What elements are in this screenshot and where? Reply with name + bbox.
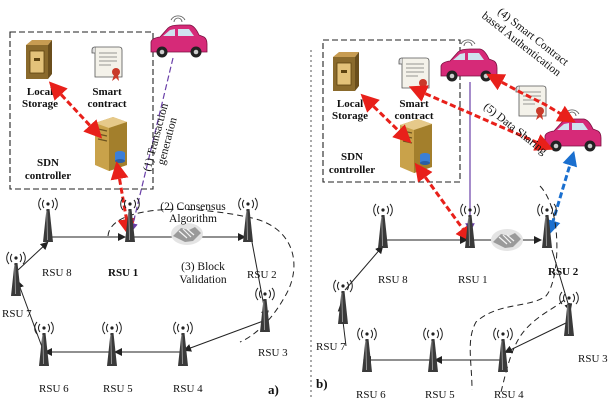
rsu7-label-b: RSU 7 bbox=[316, 341, 346, 353]
rsu8-label-b: RSU 8 bbox=[378, 274, 408, 286]
rsu2-label-b: RSU 2 bbox=[548, 266, 579, 278]
rsu-ring-links bbox=[16, 233, 269, 356]
controller-rsu-arrow bbox=[110, 161, 136, 237]
rsu6-tower-icon bbox=[34, 321, 54, 367]
rsu7-tower-icon bbox=[6, 251, 26, 297]
controller-box bbox=[9, 31, 154, 190]
smart-contract-icon-b bbox=[398, 57, 430, 93]
rsu5-tower-icon bbox=[102, 321, 122, 367]
rsu6-label-b: RSU 6 bbox=[356, 389, 386, 401]
rsu8-label: RSU 8 bbox=[42, 267, 72, 279]
rsu7-label: RSU 7 bbox=[2, 308, 32, 320]
local-storage-icon-b bbox=[332, 51, 360, 92]
rsu1-label: RSU 1 bbox=[108, 267, 138, 279]
handshake-icon-b bbox=[490, 228, 524, 252]
rsu5-label-b: RSU 5 bbox=[425, 389, 455, 401]
storage-link-arrow bbox=[48, 81, 103, 139]
handshake-icon bbox=[170, 222, 204, 246]
transaction-arrow bbox=[128, 57, 174, 233]
panel-a-letter: a) bbox=[268, 382, 279, 397]
region-boundary-2 bbox=[500, 299, 565, 393]
vehicle-icon-b bbox=[440, 39, 498, 82]
rsu4-tower-icon bbox=[173, 321, 193, 367]
rsu6-label: RSU 6 bbox=[39, 383, 69, 395]
rsu2-label: RSU 2 bbox=[247, 269, 277, 281]
rsu-ring-links-b bbox=[337, 236, 573, 364]
vehicle-rsu-arrow bbox=[545, 150, 578, 236]
vehicle-icon-b2 bbox=[544, 109, 602, 152]
rsu1-label-b: RSU 1 bbox=[458, 274, 488, 286]
rsu5-tower-icon-b bbox=[423, 327, 443, 373]
local-storage-icon bbox=[25, 39, 53, 80]
rsu3-tower-icon-b bbox=[559, 291, 579, 337]
rsu5-label: RSU 5 bbox=[103, 383, 133, 395]
smart-contract-icon bbox=[91, 46, 123, 82]
rsu6-tower-icon-b bbox=[357, 327, 377, 373]
auth-arrow bbox=[486, 73, 576, 123]
rsu4-label-b: RSU 4 bbox=[494, 389, 524, 401]
rsu2-tower-icon bbox=[238, 197, 258, 243]
sdn-controller-icon-b bbox=[399, 118, 433, 174]
rsu3-label: RSU 3 bbox=[258, 347, 288, 359]
data-sharing-arrow bbox=[408, 85, 554, 151]
rsu1-tower-icon bbox=[120, 197, 140, 243]
transaction-label: (1) Transactiongeneration bbox=[141, 102, 182, 176]
rsu2-tower-icon-b bbox=[537, 203, 557, 249]
rsu3-label-b: RSU 3 bbox=[578, 353, 608, 365]
rsu4-label: RSU 4 bbox=[173, 383, 203, 395]
controller-rsu-arrow-b bbox=[414, 162, 474, 244]
rsu1-tower-icon-b bbox=[460, 203, 480, 249]
rsu7-tower-icon-b bbox=[333, 279, 353, 325]
panel-b-letter: b) bbox=[316, 376, 328, 391]
sdn-controller-icon bbox=[94, 116, 128, 172]
vehicle-icon bbox=[150, 15, 208, 58]
rsu8-tower-icon bbox=[38, 197, 58, 243]
rsu8-tower-icon-b bbox=[373, 203, 393, 249]
rsu3-tower-icon bbox=[255, 287, 275, 333]
region-boundary-1 bbox=[469, 185, 558, 391]
